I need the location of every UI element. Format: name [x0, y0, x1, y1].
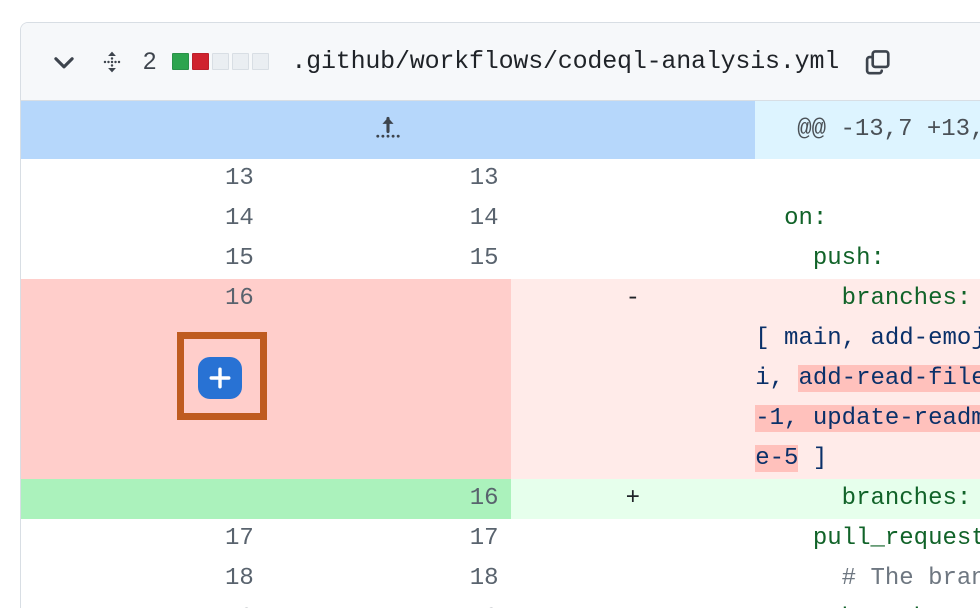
code-line[interactable]: branches: [ main, add-emoji, add-read-fi…	[755, 279, 980, 479]
move-handle-icon[interactable]	[95, 45, 129, 79]
chevron-down-icon[interactable]	[47, 45, 81, 79]
diffstat-block-empty	[232, 53, 250, 70]
code-token	[755, 525, 813, 552]
copy-path-icon[interactable]	[861, 45, 895, 79]
code-token: branches:	[841, 485, 972, 512]
diff-marker	[510, 519, 756, 559]
expand-up-button[interactable]	[21, 101, 756, 159]
diff-marker: -	[510, 279, 756, 479]
code-token	[755, 205, 784, 232]
file-header: 2 .github/workflows/codeql-analysis.yml	[21, 23, 980, 101]
hunk-header-text: @@ -13,7 +13,7 @@ name: "CodeQL"	[755, 101, 980, 159]
line-number-old[interactable]: 13	[21, 159, 266, 199]
code-line[interactable]: # The branches below must be a subset of…	[755, 559, 980, 599]
code-token	[971, 485, 980, 512]
diffstat-bar	[172, 53, 270, 70]
diff-marker	[510, 239, 756, 279]
code-token: [ main, add-emoji,	[755, 325, 980, 392]
code-token: on:	[784, 205, 828, 232]
code-line[interactable]: branches: [ main, add-emoji, branch-, br…	[755, 479, 980, 519]
diff-table-body: @@ -13,7 +13,7 @@ name: "CodeQL" 1313141…	[21, 101, 980, 608]
diff-marker: +	[510, 479, 756, 519]
code-line[interactable]: branches: [ main ]	[755, 599, 980, 608]
changed-lines-count: 2	[143, 47, 157, 75]
line-number-new[interactable]: 17	[265, 519, 511, 559]
diff-marker	[510, 159, 756, 199]
code-token	[755, 485, 841, 512]
diffstat-block-empty	[212, 53, 230, 70]
line-number-new[interactable]: 16	[265, 479, 511, 519]
plus-icon	[209, 367, 231, 389]
expand-up-row[interactable]: @@ -13,7 +13,7 @@ name: "CodeQL"	[21, 101, 980, 159]
code-token	[755, 565, 841, 592]
file-path-label[interactable]: .github/workflows/codeql-analysis.yml	[291, 47, 840, 76]
line-number-old[interactable]: 19	[21, 599, 266, 608]
code-token: branches:	[842, 605, 972, 608]
code-token	[755, 245, 813, 272]
diffstat-block-added	[172, 53, 190, 70]
code-line[interactable]: pull_request:	[755, 519, 980, 559]
code-line[interactable]	[755, 159, 980, 199]
code-line[interactable]: on:	[755, 199, 980, 239]
diff-row-addition[interactable]: 16+ branches: [ main, add-emoji, branch-…	[21, 479, 980, 519]
diff-table: @@ -13,7 +13,7 @@ name: "CodeQL" 1313141…	[21, 101, 980, 608]
code-token: pull_request:	[812, 525, 980, 552]
diff-row-deletion[interactable]: 16- branches: [ main, add-emoji, add-rea…	[21, 279, 980, 479]
code-token: push:	[812, 245, 885, 272]
line-number-new[interactable]: 18	[265, 559, 511, 599]
file-diff-panel: 2 .github/workflows/codeql-analysis.yml	[20, 22, 980, 608]
code-token: ]	[798, 445, 828, 472]
code-token	[755, 285, 841, 312]
diff-marker	[510, 599, 756, 608]
line-number-old[interactable]: 14	[21, 199, 266, 239]
expand-up-icon	[21, 101, 755, 159]
line-number-old[interactable]	[21, 479, 266, 519]
add-line-comment-button[interactable]	[198, 357, 242, 399]
diff-marker	[510, 199, 756, 239]
diffstat-block-empty	[252, 53, 270, 70]
code-token	[971, 285, 980, 312]
line-number-new[interactable]: 13	[265, 159, 511, 199]
line-number-old[interactable]: 18	[21, 559, 266, 599]
code-line[interactable]: push:	[755, 239, 980, 279]
diffstat-block-deleted	[192, 53, 210, 70]
line-number-new[interactable]: 19	[265, 599, 511, 608]
line-number-new[interactable]	[265, 279, 511, 479]
line-number-old[interactable]: 17	[21, 519, 266, 559]
code-token: branches:	[841, 285, 972, 312]
diff-marker	[510, 559, 756, 599]
line-number-new[interactable]: 14	[265, 199, 511, 239]
diff-row-context[interactable]: 1919 branches: [ main ]	[21, 599, 980, 608]
code-token: # The branches below must be a subset of…	[841, 565, 980, 592]
line-number-old[interactable]: 15	[21, 239, 266, 279]
line-number-new[interactable]: 15	[265, 239, 511, 279]
